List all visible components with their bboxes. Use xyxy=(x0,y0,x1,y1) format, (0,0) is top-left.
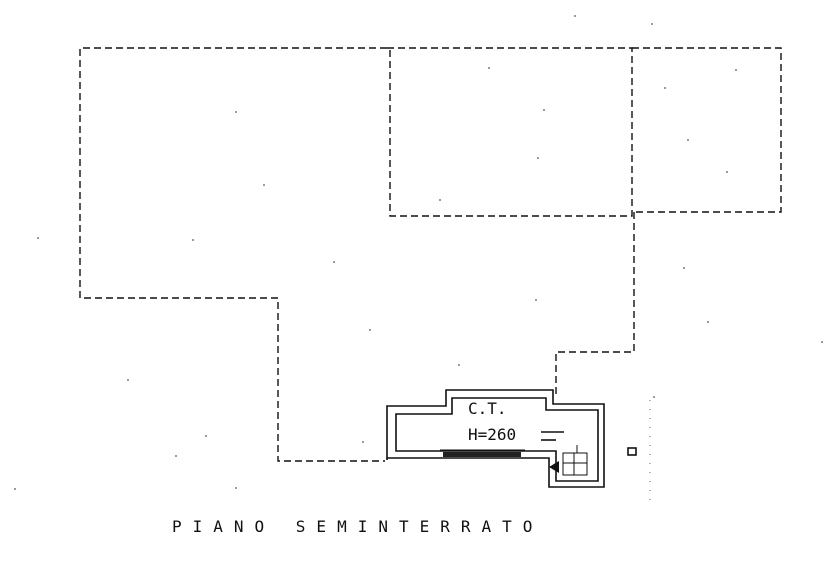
scan-specks xyxy=(14,15,823,490)
main-outline-dashed xyxy=(79,47,387,462)
basement-room-outer-wall xyxy=(386,389,605,488)
upper-middle-block-dashed xyxy=(387,47,633,217)
stair-box xyxy=(562,452,588,476)
small-square-marker xyxy=(627,447,637,456)
room-height-label: H=260 xyxy=(468,425,516,444)
arrow-icon xyxy=(549,461,559,473)
floor-title: PIANO SEMINTERRATO xyxy=(172,517,543,536)
bottom-wall-hatch xyxy=(443,452,521,457)
room-label: C.T. xyxy=(468,399,507,418)
right-block-dashed xyxy=(632,47,782,213)
right-descent-dashed xyxy=(555,212,635,398)
